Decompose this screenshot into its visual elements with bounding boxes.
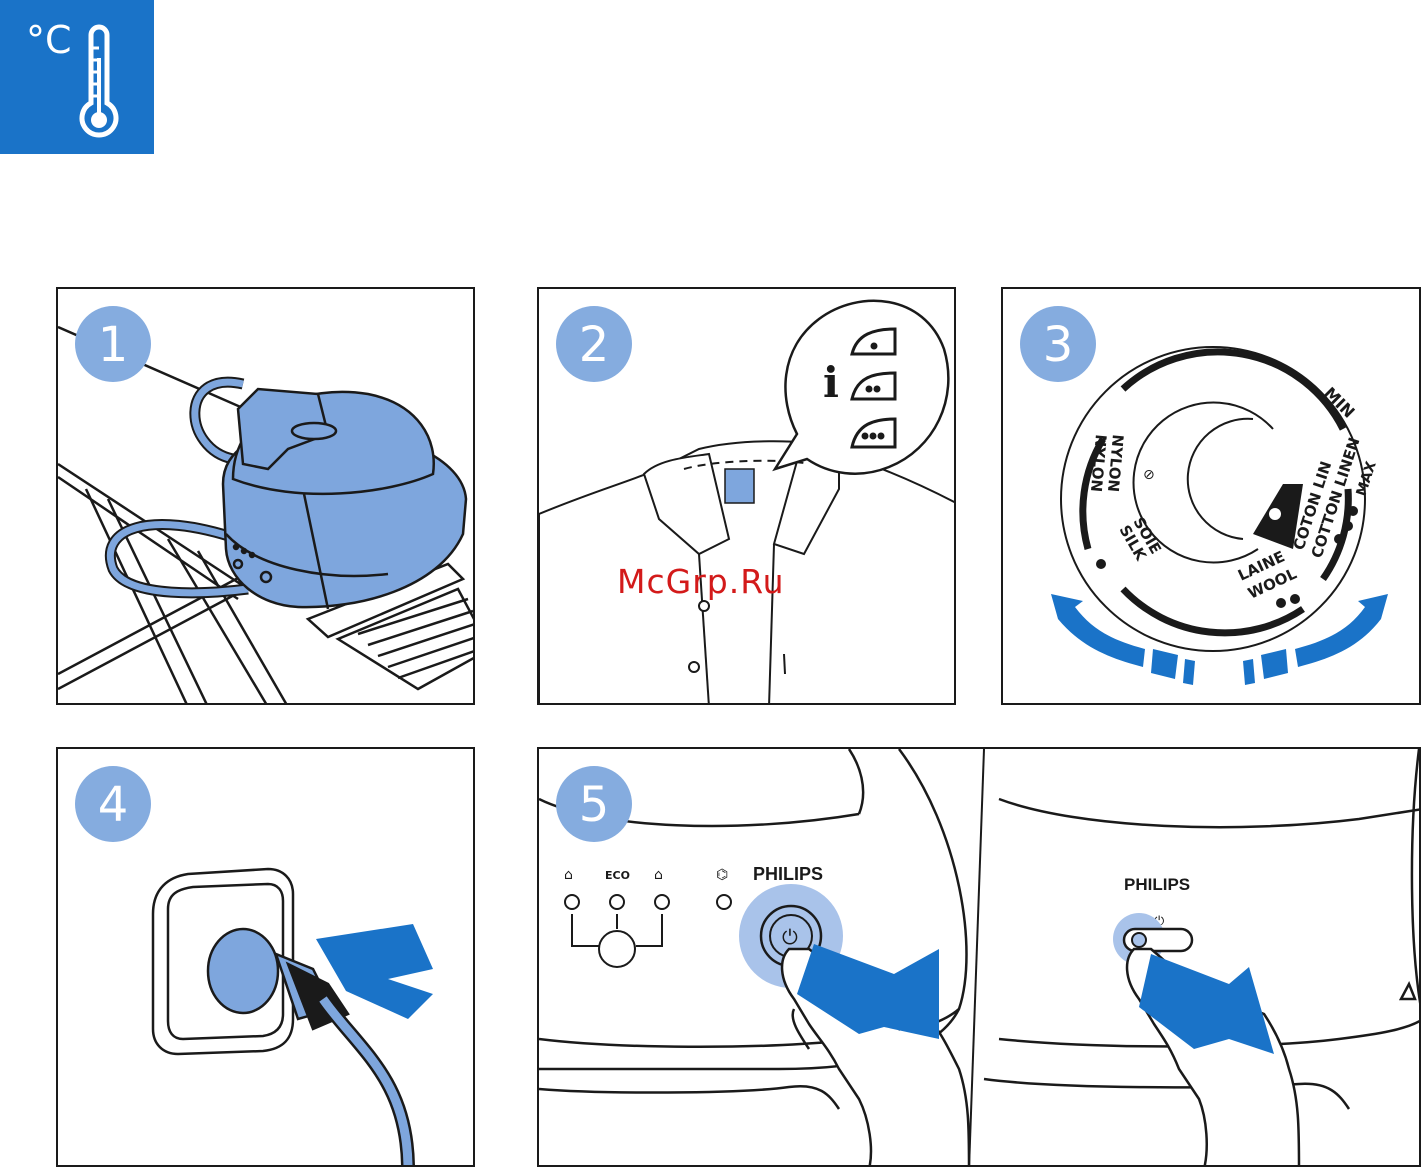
- care-label: [725, 469, 754, 503]
- step-3-panel: ⊘ MIN NYLON NYLON SOIE SILK LAINE WOOL C…: [1001, 287, 1421, 705]
- step-4-panel: 4: [56, 747, 475, 1167]
- eco-label: ECO: [605, 869, 630, 882]
- brand-left: PHILIPS: [753, 864, 823, 884]
- step-1-panel: 1: [56, 287, 475, 705]
- step-4-number: 4: [98, 777, 129, 833]
- step-3-number: 3: [1043, 317, 1074, 373]
- label-callout: i: [775, 301, 948, 474]
- temperature-dial: ⊘ MIN NYLON NYLON SOIE SILK LAINE WOOL C…: [1061, 347, 1380, 651]
- control-panel: [565, 895, 731, 967]
- steam-icon: [1269, 508, 1281, 520]
- temperature-badge: °C: [0, 0, 154, 154]
- press-arrow-right-icon: [1139, 954, 1274, 1054]
- no-steam-icon: ⊘: [1143, 467, 1155, 483]
- step-1-number: 1: [98, 317, 129, 373]
- watermark: McGrp.Ru: [617, 562, 785, 601]
- step-5-panel: ⌂ ECO ⌂ ⌬ PHILIPS ⏻ PHILIPS ⏻: [537, 747, 1421, 1167]
- step-2-number: 2: [579, 317, 610, 373]
- brand-right: PHILIPS: [1124, 875, 1190, 894]
- info-icon: i: [823, 358, 839, 407]
- step-5-number: 5: [579, 777, 610, 833]
- celsius-label: °C: [26, 18, 72, 62]
- iron-steam-icon: ⌂: [564, 867, 573, 883]
- iron-steam-plus-icon: ⌂: [654, 867, 663, 883]
- descale-icon: ⌬: [716, 867, 728, 883]
- power-icon: ⏻: [782, 925, 798, 949]
- step-2-panel: i 2: [537, 287, 956, 705]
